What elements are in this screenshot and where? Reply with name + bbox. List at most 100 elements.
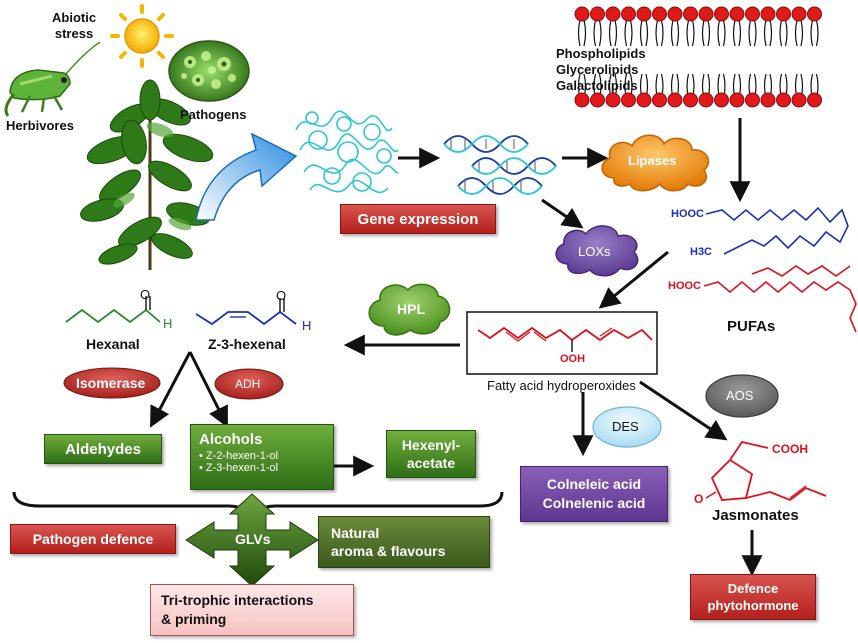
loxs-cloud [555, 225, 639, 277]
lipid-head [574, 6, 590, 22]
lipid-head [667, 92, 683, 108]
defence-line1: Defence [727, 581, 779, 596]
blue-curved-arrow [195, 132, 298, 221]
des-label: DES [612, 419, 639, 434]
loxs-label: LOXs [578, 244, 611, 259]
pathogens-icon [168, 40, 250, 102]
lipid-tail [779, 19, 788, 47]
hexanal-molecule [65, 296, 161, 324]
flow-arrows [150, 118, 763, 577]
alcohols-item1: • Z-2-hexen-1-ol [199, 450, 279, 462]
lipid-head [574, 92, 590, 108]
lipid-head [636, 6, 652, 22]
alcohols-title: Alcohols [199, 431, 263, 448]
lipid-tail [732, 19, 742, 47]
aos-oval [705, 374, 779, 418]
colneleic-line2: Colnelenic acid [542, 495, 646, 511]
lipid-tail [717, 19, 726, 47]
pathogen-defence-box: Pathogen defence [10, 524, 176, 554]
hexanal-label: Hexanal [86, 336, 140, 352]
lipid-head [605, 92, 621, 108]
jasmonate-o: O [694, 492, 704, 506]
lipid-head [807, 92, 822, 108]
lipid-head [652, 6, 667, 22]
lipid-tail [686, 19, 695, 47]
z3hexenal-o: O [276, 288, 287, 303]
hpl-label: HPL [397, 301, 425, 317]
lipid-head [791, 6, 807, 22]
hexenyl-acetate-box: Hexenyl- acetate [386, 430, 476, 478]
hexanal-h: H [163, 316, 173, 331]
lipid-head [683, 92, 698, 108]
lipid-head [807, 6, 822, 22]
lipid-tail [794, 19, 804, 47]
aldehydes-box: Aldehydes [44, 434, 162, 464]
lipid-head [636, 92, 652, 108]
lipid-tail [701, 19, 711, 47]
lipid-head [729, 92, 745, 108]
lipid-head [760, 92, 776, 108]
pufa-hooc-blue: HOOC [671, 208, 704, 220]
lipid-head [590, 92, 605, 108]
lipid-head [590, 6, 605, 22]
tri-trophic-box: Tri-trophic interactions & priming [150, 584, 354, 636]
lipid-head [714, 92, 729, 108]
gene-expression-box: Gene expression [340, 204, 496, 234]
natural-line2: aroma & flavours [331, 543, 446, 559]
colneleic-box: Colneleic acid Colnelenic acid [520, 466, 668, 522]
pathogens-label: Pathogens [180, 107, 247, 122]
lipid-tail [624, 19, 633, 47]
lipid-tail [748, 19, 757, 47]
membrane-line3: Galactolipids [556, 78, 638, 93]
lipases-cloud [601, 134, 710, 192]
jasmonates-label: Jasmonates [712, 507, 799, 524]
lipid-head [745, 92, 760, 108]
jasmonate-cooh: COOH [772, 442, 808, 456]
z3hexenal-h: H [302, 318, 312, 333]
hydroperoxide-ooh: OOH [560, 353, 586, 365]
isomerase-oval [63, 367, 161, 399]
membrane-lipids-label: Phospholipids Glycerolipids Galactolipid… [556, 46, 646, 94]
lipid-head [621, 6, 636, 22]
adh-label: ADH [235, 377, 261, 391]
aos-label: AOS [726, 388, 754, 403]
tritrophic-line2: & priming [161, 611, 227, 627]
pufa-hooc-red: HOOC [668, 280, 701, 292]
hydroperoxide-molecule [477, 326, 653, 352]
lipid-tail [639, 19, 649, 47]
glvs-label: GLVs [235, 531, 271, 547]
pufas-label: PUFAs [727, 318, 776, 335]
lipid-head [683, 6, 698, 22]
colneleic-line1: Colneleic acid [546, 476, 642, 492]
isomerase-label: Isomerase [76, 375, 146, 391]
defence-line2: phytohormone [707, 598, 799, 613]
lipid-membrane-icon [574, 6, 822, 108]
abiotic-line2: stress [54, 26, 94, 41]
alcohols-item2: • Z-3-hexen-1-ol [199, 462, 279, 474]
lipid-head [791, 92, 807, 108]
lipid-head [698, 6, 714, 22]
jasmonate-molecule [705, 440, 827, 502]
hydroperoxide-box [466, 311, 658, 375]
membrane-line1: Phospholipids [556, 46, 646, 61]
natural-aroma-box: Natural aroma & flavours [318, 516, 490, 568]
lipid-head [605, 6, 621, 22]
lipid-tail [763, 19, 773, 47]
hexanal-o: O [140, 287, 151, 302]
lipid-head [760, 6, 776, 22]
membrane-line2: Glycerolipids [556, 62, 639, 77]
z3hexenal-molecule [195, 298, 297, 326]
abiotic-line1: Abiotic [52, 10, 97, 25]
hydroperoxides-label: Fatty acid hydroperoxides [487, 378, 636, 393]
hexenyl-line1: Hexenyl- [401, 437, 461, 453]
lipid-tail [577, 19, 587, 47]
lipid-head [667, 6, 683, 22]
lipid-head [652, 92, 667, 108]
lipid-head [745, 6, 760, 22]
lipid-head [621, 92, 636, 108]
lipid-head [776, 92, 791, 108]
pufa-h3c: H3C [690, 246, 713, 258]
chromatin-icon [295, 110, 399, 194]
lipid-tail [670, 19, 680, 47]
